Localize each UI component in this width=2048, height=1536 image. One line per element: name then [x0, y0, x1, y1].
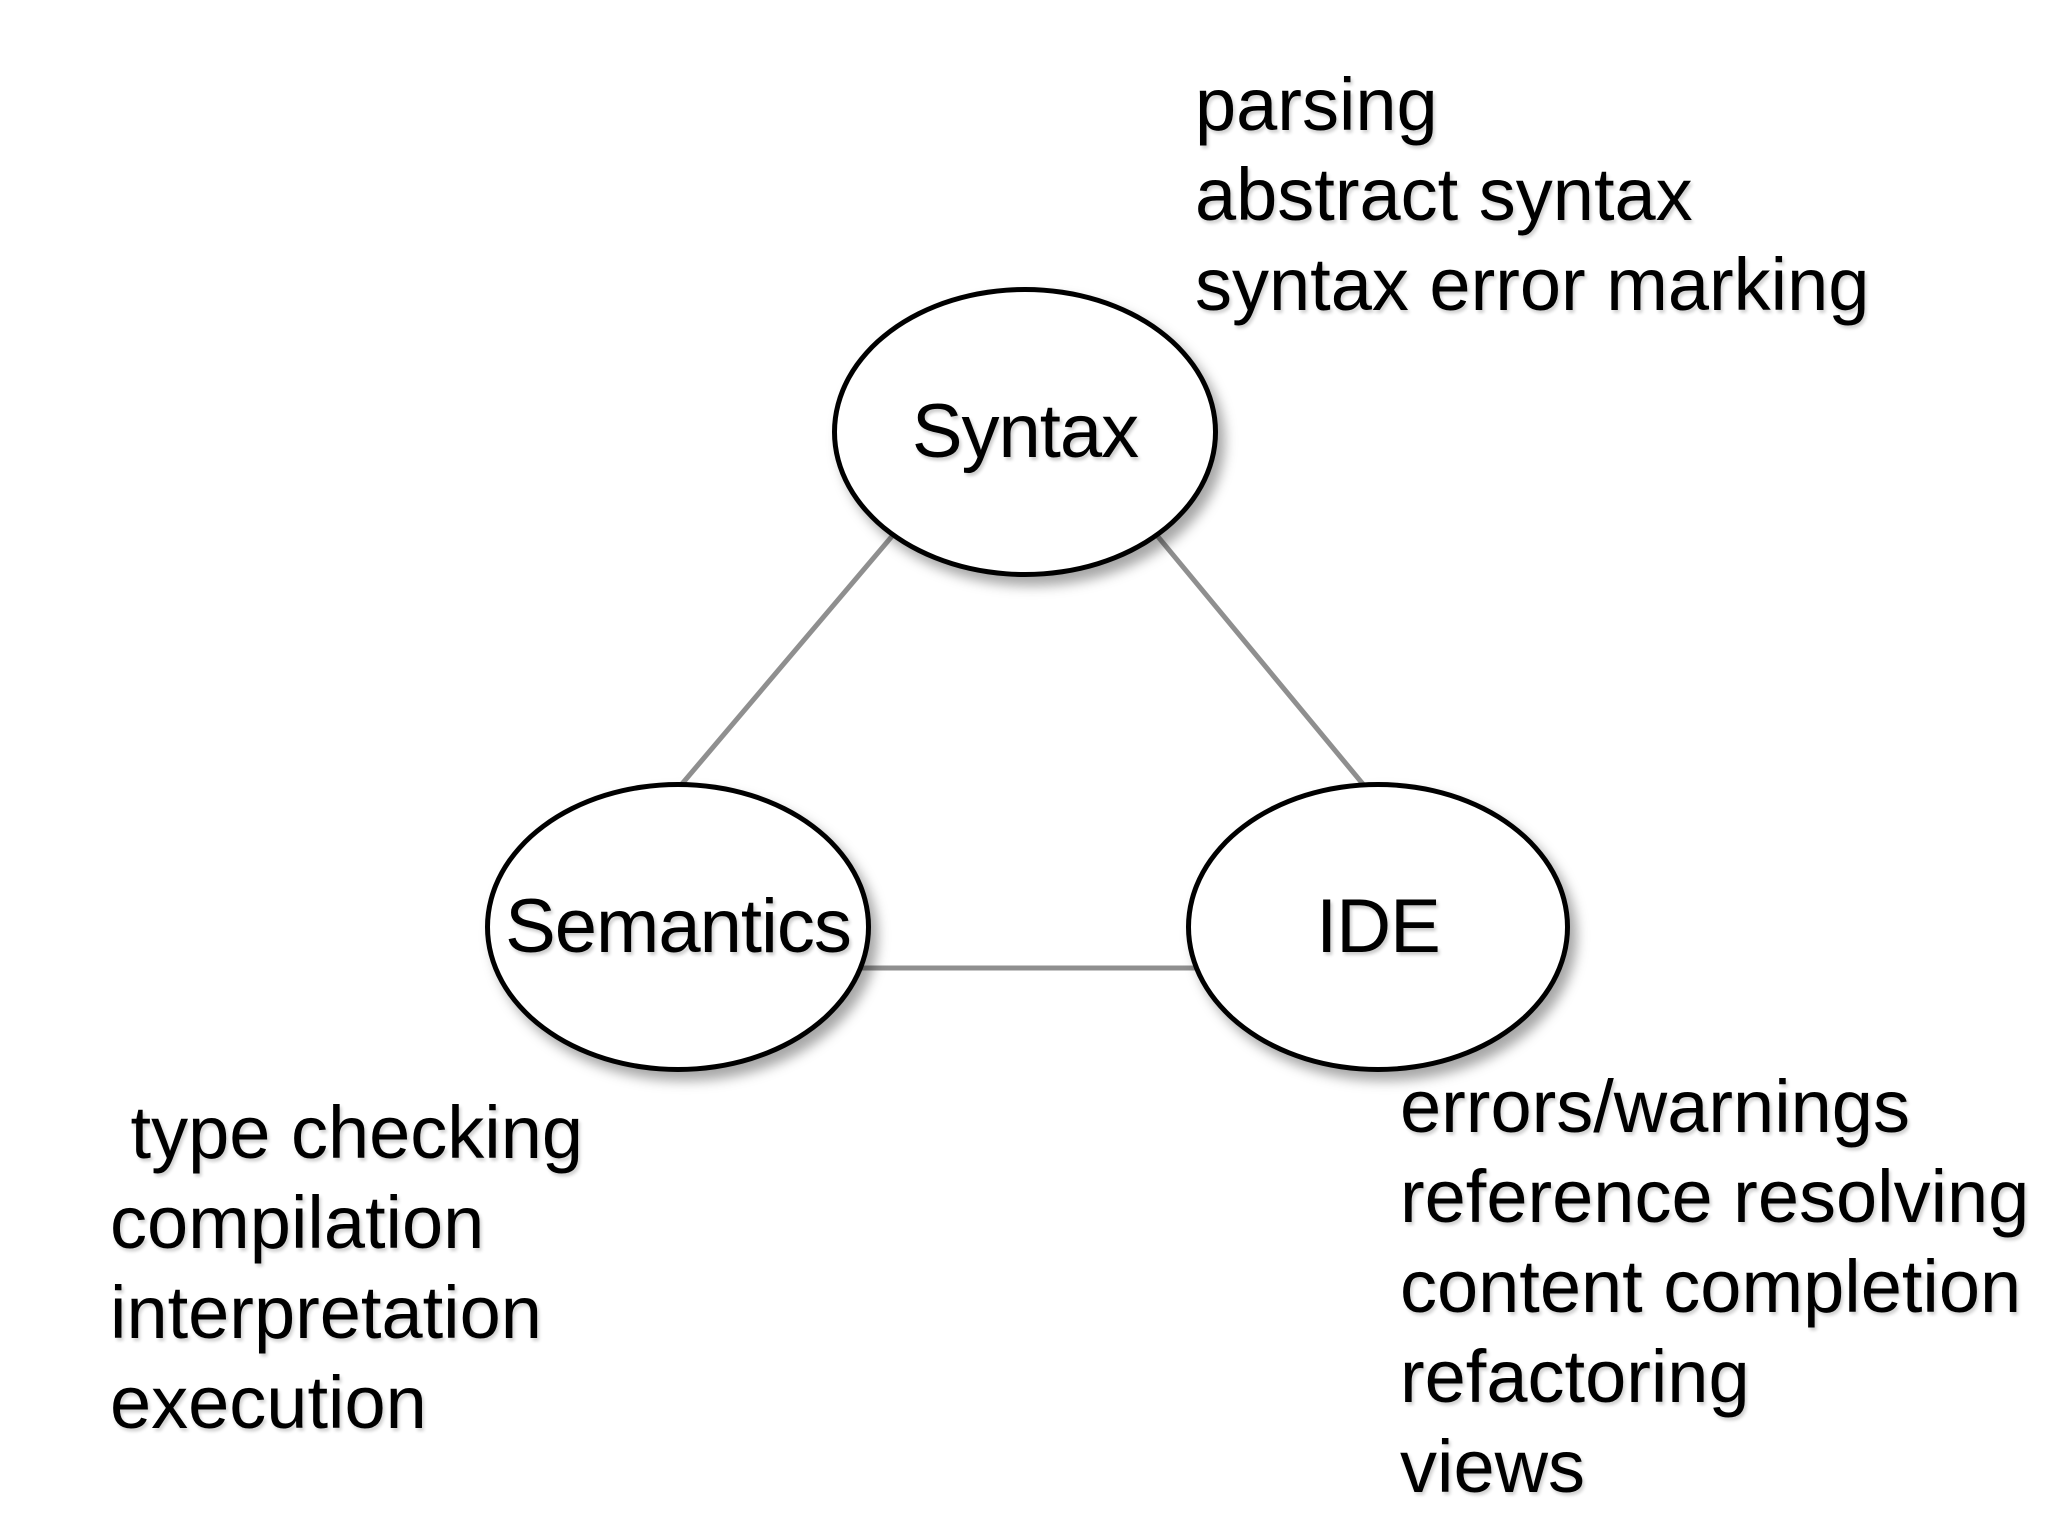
annotation-line: views [1400, 1425, 1586, 1508]
node-ide-label: IDE [1316, 884, 1441, 969]
annotation-line: parsing [1195, 63, 1438, 146]
annotation-line: execution [110, 1361, 427, 1444]
node-syntax: Syntax [832, 287, 1218, 577]
annotation-semantics-features: type checking compilation interpretation… [110, 1088, 583, 1448]
annotation-line: syntax error marking [1195, 243, 1870, 326]
annotation-line: reference resolving [1400, 1155, 2030, 1238]
annotation-ide-features: errors/warnings reference resolving cont… [1400, 1062, 2029, 1512]
node-ide: IDE [1186, 782, 1570, 1072]
node-semantics: Semantics [485, 782, 871, 1072]
node-semantics-label: Semantics [505, 884, 852, 969]
annotation-line: errors/warnings [1400, 1065, 1910, 1148]
annotation-line: compilation [110, 1181, 485, 1264]
annotation-line: interpretation [110, 1271, 542, 1354]
annotation-line: refactoring [1400, 1335, 1750, 1418]
edge-syntax-semantics [668, 513, 912, 800]
node-syntax-label: Syntax [911, 389, 1139, 474]
edge-syntax-ide [1138, 513, 1374, 797]
annotation-line: type checking [110, 1091, 584, 1174]
annotation-line: abstract syntax [1195, 153, 1693, 236]
annotation-line: content completion [1400, 1245, 2022, 1328]
annotation-syntax-features: parsing abstract syntax syntax error mar… [1195, 60, 1869, 330]
